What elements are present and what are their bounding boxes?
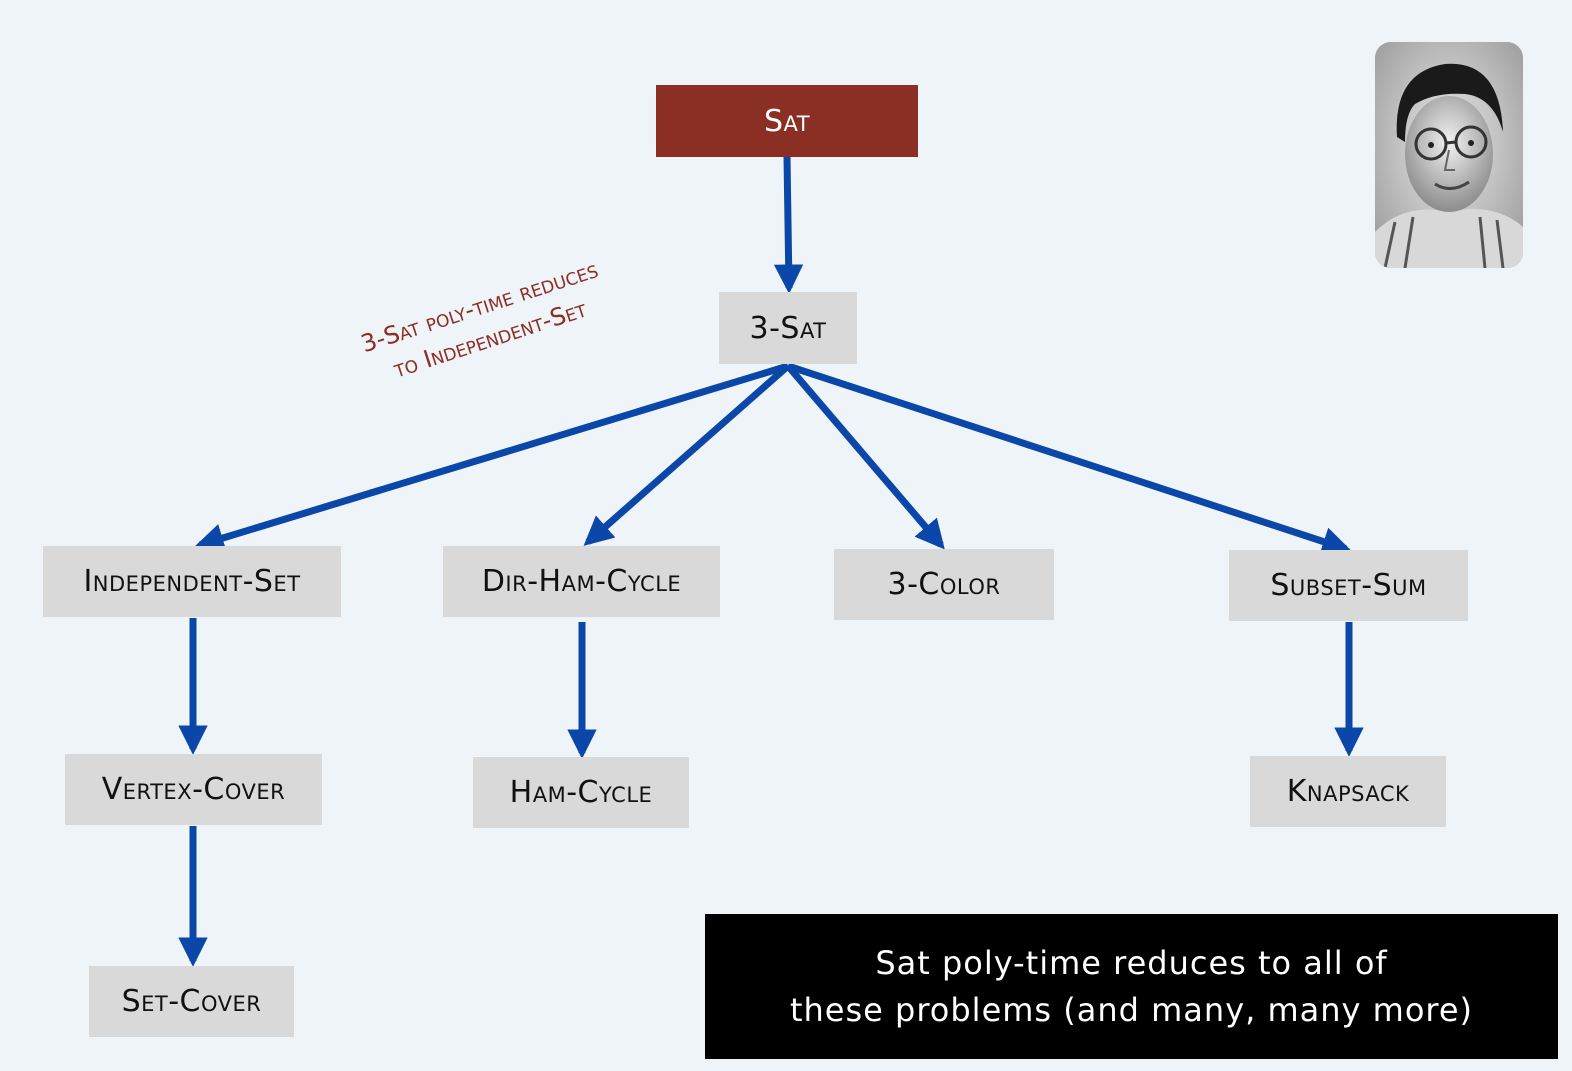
node-ham-cycle: Ham-Cycle xyxy=(473,757,689,828)
person-portrait-icon xyxy=(1375,42,1523,268)
arrow-3sat-to-subset-sum xyxy=(786,362,1352,556)
arrow-3sat-to-dir-ham-cycle xyxy=(583,363,791,546)
node-independent-set: Independent-Set xyxy=(43,546,341,617)
node-3-sat: 3-Sat xyxy=(719,292,857,364)
node-set-cover: Set-Cover xyxy=(89,966,294,1037)
node-sat: Sat xyxy=(656,85,918,157)
arrow-sat-to-3sat xyxy=(773,156,804,294)
node-knapsack: Knapsack xyxy=(1250,756,1446,827)
node-dir-ham-cycle: Dir-Ham-Cycle xyxy=(443,546,720,617)
node-vertex-cover: Vertex-Cover xyxy=(65,754,322,825)
summary-callout: Sat poly-time reduces to all of these pr… xyxy=(705,914,1558,1059)
arrow-3sat-to-independent-set xyxy=(194,362,790,553)
node-3-color: 3-Color xyxy=(834,549,1054,620)
arrow-3sat-to-3-color xyxy=(785,363,945,550)
callout-line-2: these problems (and many, many more) xyxy=(789,990,1474,1029)
callout-line-1: Sat poly-time reduces to all of xyxy=(875,943,1388,982)
node-subset-sum: Subset-Sum xyxy=(1229,550,1468,621)
